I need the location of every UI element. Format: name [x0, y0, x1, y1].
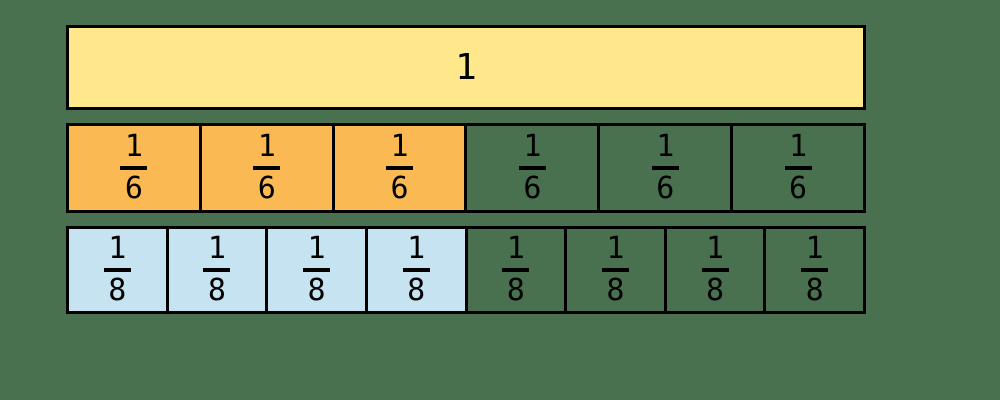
fraction-numerator: 1 — [706, 231, 725, 266]
fraction-denominator: 8 — [307, 273, 326, 308]
fraction-denominator: 8 — [506, 273, 525, 308]
fraction-numerator: 1 — [506, 231, 525, 266]
fraction-bar — [651, 166, 679, 170]
fraction-label: 1 8 — [303, 231, 331, 308]
fraction-numerator: 1 — [207, 231, 226, 266]
fraction-denominator: 8 — [706, 273, 725, 308]
fraction-numerator: 1 — [124, 129, 143, 164]
eighth-cell-4: 1 8 — [367, 229, 468, 311]
sixths-row: 1 6 1 6 1 6 1 6 — [66, 123, 866, 213]
fraction-bar — [784, 166, 812, 170]
fraction-denominator: 6 — [390, 171, 409, 206]
whole-bar: 1 — [66, 25, 866, 110]
fraction-numerator: 1 — [257, 129, 276, 164]
fraction-label: 1 6 — [518, 129, 546, 206]
fraction-label: 1 6 — [120, 129, 148, 206]
fraction-numerator: 1 — [407, 231, 426, 266]
fraction-bar — [103, 268, 131, 272]
sixth-cell-1: 1 6 — [69, 126, 202, 210]
fraction-bar — [518, 166, 546, 170]
fraction-numerator: 1 — [606, 231, 625, 266]
fraction-bar — [601, 268, 629, 272]
fraction-label: 1 8 — [502, 231, 530, 308]
fraction-bar — [203, 268, 231, 272]
sixth-cell-4: 1 6 — [467, 126, 601, 210]
eighth-cell-8: 1 8 — [766, 229, 863, 311]
fraction-denominator: 8 — [805, 273, 824, 308]
fraction-label: 1 8 — [203, 231, 231, 308]
fraction-numerator: 1 — [523, 129, 542, 164]
fraction-denominator: 6 — [523, 171, 542, 206]
fraction-label: 1 6 — [784, 129, 812, 206]
fraction-bar — [253, 166, 281, 170]
sixth-cell-5: 1 6 — [600, 126, 734, 210]
eighth-cell-2: 1 8 — [168, 229, 269, 311]
eighth-cell-3: 1 8 — [268, 229, 368, 311]
fraction-bar — [701, 268, 729, 272]
fraction-denominator: 8 — [407, 273, 426, 308]
fraction-denominator: 8 — [108, 273, 127, 308]
fraction-numerator: 1 — [656, 129, 675, 164]
fraction-bar — [120, 166, 148, 170]
sixth-cell-6: 1 6 — [733, 126, 863, 210]
fraction-bar — [303, 268, 331, 272]
fraction-denominator: 6 — [124, 171, 143, 206]
eighth-cell-5: 1 8 — [468, 229, 568, 311]
fraction-denominator: 6 — [656, 171, 675, 206]
fraction-numerator: 1 — [390, 129, 409, 164]
fraction-label: 1 6 — [253, 129, 281, 206]
fraction-label: 1 6 — [386, 129, 414, 206]
fraction-numerator: 1 — [307, 231, 326, 266]
eighth-cell-6: 1 8 — [567, 229, 667, 311]
eighth-cell-7: 1 8 — [667, 229, 767, 311]
fraction-numerator: 1 — [805, 231, 824, 266]
eighths-row: 1 8 1 8 1 8 1 8 — [66, 226, 866, 314]
fraction-bar — [402, 268, 430, 272]
fraction-label: 1 8 — [103, 231, 131, 308]
fraction-bar — [386, 166, 414, 170]
fraction-label: 1 8 — [801, 231, 829, 308]
fraction-denominator: 6 — [257, 171, 276, 206]
fraction-bar — [502, 268, 530, 272]
fraction-label: 1 8 — [601, 231, 629, 308]
eighth-cell-1: 1 8 — [69, 229, 169, 311]
fraction-denominator: 8 — [207, 273, 226, 308]
sixth-cell-3: 1 6 — [334, 126, 468, 210]
fraction-numerator: 1 — [108, 231, 127, 266]
fraction-label: 1 8 — [402, 231, 430, 308]
fraction-denominator: 6 — [789, 171, 808, 206]
fraction-bar — [801, 268, 829, 272]
fraction-numerator: 1 — [789, 129, 808, 164]
fraction-label: 1 6 — [651, 129, 679, 206]
fraction-label: 1 8 — [701, 231, 729, 308]
sixth-cell-2: 1 6 — [201, 126, 335, 210]
whole-bar-label: 1 — [455, 46, 477, 88]
fraction-denominator: 8 — [606, 273, 625, 308]
